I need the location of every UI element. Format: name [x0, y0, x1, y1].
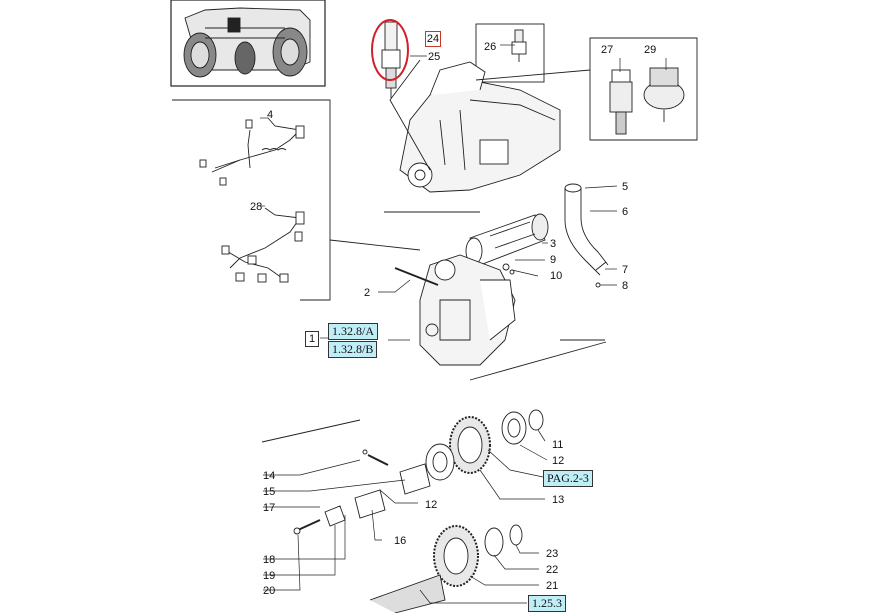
callout-27: 27: [601, 44, 613, 56]
gear-assembly-upper: [425, 409, 544, 481]
shaft-parts-left: [293, 449, 431, 535]
callout-29: 29: [644, 44, 656, 56]
pipe-5-6: [564, 183, 609, 288]
callout-17: 17: [263, 502, 275, 514]
callout-23: 23: [546, 548, 558, 560]
callout-3: 3: [550, 238, 556, 250]
gear-assembly-lower: [369, 524, 523, 613]
callout-25: 25: [428, 51, 440, 63]
callout-11: 11: [552, 439, 563, 451]
callout-12a: 12: [552, 455, 564, 467]
divider-line: [261, 341, 607, 443]
filter-cartridge-3: [465, 213, 549, 266]
tractor-thumbnail: [170, 0, 326, 87]
reference-link-1-32-8-b[interactable]: 1.32.8/B: [328, 341, 378, 358]
callout-26: 26: [484, 41, 496, 53]
callout-8: 8: [622, 280, 628, 292]
callout-28: 28: [250, 201, 262, 213]
callout-4: 4: [267, 109, 273, 121]
callout-22: 22: [546, 564, 558, 576]
callout-20: 20: [263, 585, 275, 597]
hydraulic-valve-block: [389, 59, 591, 193]
reference-link-1-25-3[interactable]: 1.25.3: [528, 595, 566, 612]
callout-5: 5: [622, 181, 628, 193]
callout-6: 6: [622, 206, 628, 218]
reference-link-1-32-8-a[interactable]: 1.32.8/A: [328, 323, 378, 340]
callout-7: 7: [622, 264, 628, 276]
sensor-box-27-29: [589, 37, 698, 141]
callout-10: 10: [550, 270, 562, 282]
sensor-26: [475, 23, 545, 83]
leader-lines: [260, 44, 667, 604]
pressure-sensor-24: [381, 21, 401, 98]
callout-2: 2: [364, 287, 370, 299]
callout-19: 19: [263, 570, 275, 582]
highlight-circle: [371, 19, 409, 81]
callout-16: 16: [394, 535, 406, 547]
callout-21: 21: [546, 580, 558, 592]
callout-18: 18: [263, 554, 275, 566]
divider-line: [329, 239, 421, 251]
callout-labels: 25 26 27 29 4 28 5 6 3 9 10 7 8 2 11 12 …: [250, 41, 656, 597]
reference-link-pag-2-3[interactable]: PAG.2-3: [543, 470, 593, 487]
wiring-harness-28: [221, 207, 305, 283]
hydraulic-pump-body: [394, 254, 516, 366]
callout-14: 14: [263, 470, 275, 482]
callout-24-highlighted[interactable]: 24: [425, 31, 441, 47]
divider-line: [172, 99, 331, 301]
callout-15: 15: [263, 486, 275, 498]
callout-12b: 12: [425, 499, 437, 511]
callout-1-group: 1: [305, 331, 319, 347]
callout-9: 9: [550, 254, 556, 266]
callout-13: 13: [552, 494, 564, 506]
wiring-harness-4: [199, 117, 305, 186]
